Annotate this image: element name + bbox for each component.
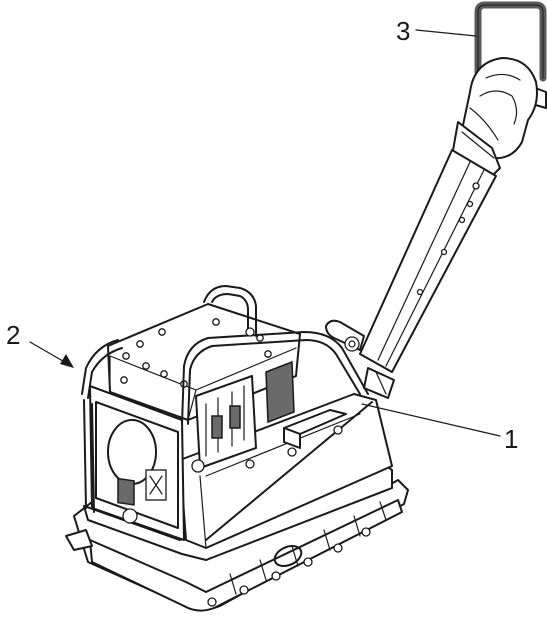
callout-label-1: 1 <box>504 424 518 454</box>
callout-2: 2 <box>6 320 74 368</box>
callout-label-2: 2 <box>6 320 20 350</box>
callout-label-3: 3 <box>396 16 410 46</box>
highlighted-panel <box>265 360 295 424</box>
main-housing <box>81 285 393 561</box>
callout-arrowhead <box>60 354 74 368</box>
callout-3: 3 <box>396 16 477 46</box>
roll-cage <box>81 339 119 395</box>
callout-1: 1 <box>361 403 518 454</box>
handle-head <box>461 57 538 160</box>
handle-tube <box>359 149 497 373</box>
handle-assembly <box>325 1 547 399</box>
